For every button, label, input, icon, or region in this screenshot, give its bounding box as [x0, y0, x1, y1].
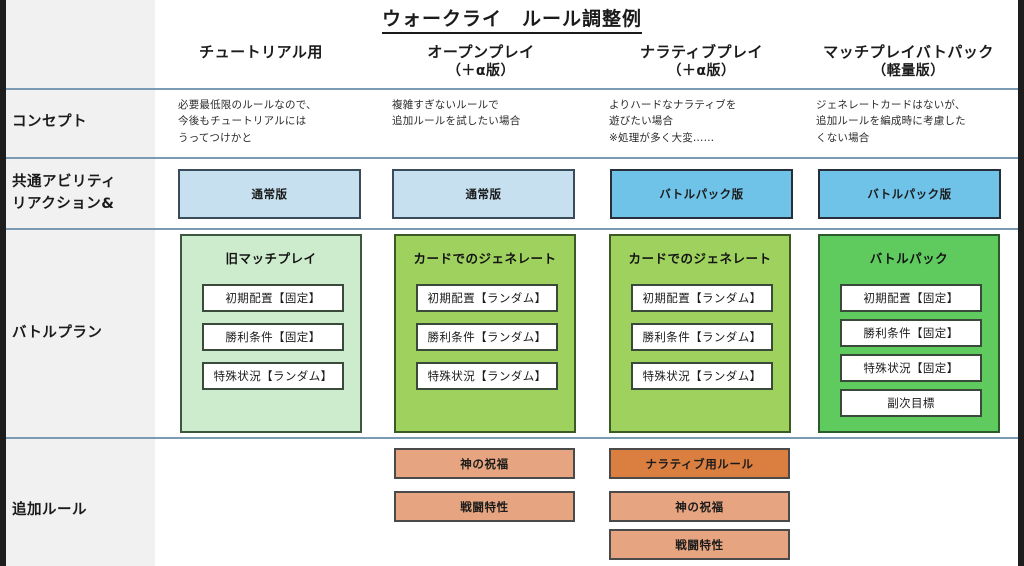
ability-chip-2[interactable]: 通常版 — [392, 169, 575, 219]
battleplan-card-4-item-2[interactable]: 勝利条件【固定】 — [840, 319, 982, 347]
battleplan-card-4[interactable]: バトルパック 初期配置【固定】 勝利条件【固定】 特殊状況【固定】 副次目標 — [818, 234, 1000, 433]
ability-chip-3[interactable]: バトルパック版 — [610, 169, 793, 219]
column-header-4-sub: （軽量版） — [872, 63, 945, 80]
ability-chip-4[interactable]: バトルパック版 — [818, 169, 1001, 219]
addrule-col2-item-2[interactable]: 戦闘特性 — [394, 491, 575, 522]
concept-cell-4-line-3: くない場合 — [816, 131, 870, 144]
battleplan-card-2-item-1[interactable]: 初期配置【ランダム】 — [416, 284, 558, 312]
row-divider-3 — [6, 228, 1018, 230]
concept-cell-3-line-3: ※処理が多く大変…… — [609, 131, 715, 144]
addrule-col2-item-1[interactable]: 神の祝福 — [394, 448, 575, 479]
row-divider-1 — [6, 88, 1018, 90]
battleplan-card-1-item-3[interactable]: 特殊状況【ランダム】 — [202, 362, 344, 390]
battleplan-card-3-item-2[interactable]: 勝利条件【ランダム】 — [631, 323, 773, 351]
row-divider-4 — [6, 437, 1018, 439]
battleplan-card-1[interactable]: 旧マッチプレイ 初期配置【固定】 勝利条件【固定】 特殊状況【ランダム】 — [180, 234, 362, 433]
row-label-ability-line2: リアクション& — [12, 195, 115, 212]
column-header-3-name: ナラティブプレイ — [639, 43, 764, 61]
row-label-battleplan: バトルプラン — [12, 325, 103, 341]
battleplan-card-2-item-2[interactable]: 勝利条件【ランダム】 — [416, 323, 558, 351]
row-label-column-background — [6, 0, 155, 566]
row-label-addrules: 追加ルール — [12, 502, 87, 518]
battleplan-card-4-item-3[interactable]: 特殊状況【固定】 — [840, 354, 982, 382]
row-label-ability: 共通アビリティ リアクション& — [12, 172, 152, 216]
battleplan-card-1-title: 旧マッチプレイ — [225, 251, 317, 266]
battleplan-card-2-item-3[interactable]: 特殊状況【ランダム】 — [416, 362, 558, 390]
row-label-concept: コンセプト — [12, 114, 87, 130]
column-header-3-sub: （＋α版） — [667, 63, 736, 80]
battleplan-card-2-title: カードでのジェネレート — [413, 251, 557, 266]
concept-cell-3-line-2: 遊びたい場合 — [609, 115, 674, 128]
battleplan-card-4-item-4[interactable]: 副次目標 — [840, 389, 982, 417]
concept-cell-4: ジェネレートカードはないが、 追加ルールを編成時に考慮した くない場合 — [816, 97, 1024, 146]
column-header-3: ナラティブプレイ （＋α版） — [594, 42, 809, 81]
column-header-2-name: オープンプレイ — [427, 43, 535, 61]
concept-cell-4-line-1: ジェネレートカードはないが、 — [816, 99, 966, 111]
battleplan-card-2[interactable]: カードでのジェネレート 初期配置【ランダム】 勝利条件【ランダム】 特殊状況【ラ… — [394, 234, 576, 433]
concept-cell-3-line-1: よりハードなナラティブを — [609, 99, 737, 111]
page-title-text: ウォークライ ルール調整例 — [381, 8, 642, 34]
column-header-2: オープンプレイ （＋α版） — [376, 42, 586, 81]
row-label-ability-line1: 共通アビリティ — [12, 174, 117, 190]
concept-cell-3: よりハードなナラティブを 遊びたい場合 ※処理が多く大変…… — [609, 97, 809, 146]
concept-cell-1-line-1: 必要最低限のルールなので、 — [178, 99, 317, 111]
battleplan-card-3[interactable]: カードでのジェネレート 初期配置【ランダム】 勝利条件【ランダム】 特殊状況【ラ… — [609, 234, 791, 433]
table-sheet: ウォークライ ルール調整例 チュートリアル用 オープンプレイ （＋α版） ナラテ… — [6, 0, 1018, 566]
battleplan-card-4-title: バトルパック — [869, 251, 949, 266]
column-header-2-sub: （＋α版） — [446, 63, 516, 80]
left-gutter-bar — [0, 0, 6, 566]
concept-cell-2: 複雑すぎないルールで 追加ルールを試したい場合 — [392, 97, 592, 130]
addrule-col3-item-1[interactable]: ナラティブ用ルール — [609, 448, 790, 479]
column-header-4-name: マッチプレイバトパック — [823, 43, 994, 61]
concept-cell-1-line-3: うってつけかと — [178, 131, 253, 144]
right-gutter-bar — [1018, 0, 1024, 566]
battleplan-card-4-item-1[interactable]: 初期配置【固定】 — [840, 284, 982, 312]
addrule-col3-item-2[interactable]: 神の祝福 — [609, 491, 790, 522]
column-header-1-name: チュートリアル用 — [199, 43, 323, 61]
battleplan-card-3-title: カードでのジェネレート — [628, 251, 772, 266]
row-divider-2 — [6, 157, 1018, 159]
column-header-1: チュートリアル用 — [161, 42, 361, 62]
column-header-4: マッチプレイバトパック （軽量版） — [801, 42, 1016, 81]
concept-cell-1: 必要最低限のルールなので、 今後もチュートリアルには うってつけかと — [178, 97, 378, 146]
battleplan-card-1-item-2[interactable]: 勝利条件【固定】 — [202, 323, 344, 351]
concept-cell-2-line-2: 追加ルールを試したい場合 — [392, 115, 521, 128]
concept-cell-1-line-2: 今後もチュートリアルには — [178, 115, 307, 128]
battleplan-card-3-item-3[interactable]: 特殊状況【ランダム】 — [631, 362, 773, 390]
concept-cell-2-line-1: 複雑すぎないルールで — [392, 99, 499, 111]
battleplan-card-3-item-1[interactable]: 初期配置【ランダム】 — [631, 284, 773, 312]
battleplan-card-1-item-1[interactable]: 初期配置【固定】 — [202, 284, 344, 312]
addrule-col3-item-3[interactable]: 戦闘特性 — [609, 529, 790, 560]
page-title: ウォークライ ルール調整例 — [6, 4, 1018, 34]
concept-cell-4-line-2: 追加ルールを編成時に考慮した — [816, 115, 966, 128]
ability-chip-1[interactable]: 通常版 — [178, 169, 361, 219]
